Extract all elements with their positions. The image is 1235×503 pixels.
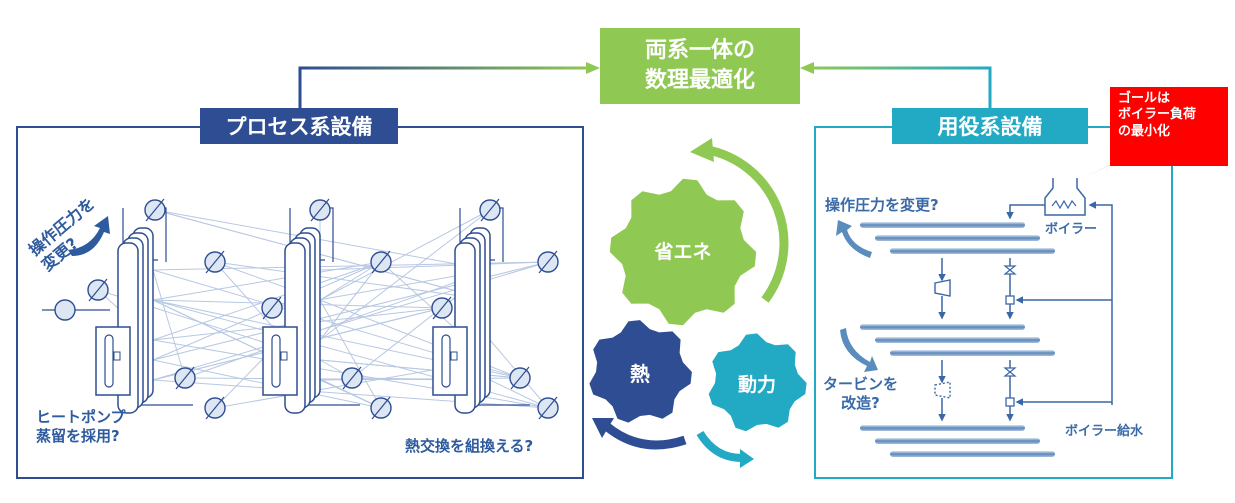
gear-power (708, 333, 807, 432)
process-stream-line (489, 379, 549, 409)
steam-header-pipe (875, 235, 1040, 241)
cycle-arrow-blue (592, 418, 687, 450)
curved-arrow-up-icon (836, 220, 872, 258)
gear-energy (609, 178, 757, 326)
steam-header-pipe (875, 438, 1040, 444)
gear-energy-label: 省エネ (654, 240, 712, 263)
steam-header-pipe (890, 350, 1055, 356)
boiler-label: ボイラー (1045, 222, 1098, 237)
cycle-arrow-green (690, 138, 789, 303)
valve-icon (1003, 367, 1017, 377)
desuperheater-icon (1005, 397, 1015, 407)
center-box-line2: 数理最適化 (644, 68, 755, 93)
boiler-icon (1044, 178, 1086, 216)
heat-exchanger-arrow (538, 396, 558, 420)
process-stream-line (154, 209, 491, 301)
heat-exchanger-arrow (88, 278, 108, 302)
heat-exchanger-arrow (342, 366, 362, 390)
process-stream-line (319, 379, 382, 409)
heat-exchanger-icon (54, 299, 76, 321)
heat-exchanger-arrow (371, 396, 391, 420)
reboiler-port (280, 351, 288, 361)
heat-exchanger-arrow (205, 396, 225, 420)
steam-line (1006, 204, 1045, 220)
reboiler-port (113, 351, 121, 361)
process-flow-diagram (42, 198, 559, 420)
steam-header-pipe (860, 425, 1025, 431)
process-q-heatpump: ヒートポンプ 蒸留を採用? (36, 408, 126, 445)
curved-arrow-down-icon (840, 328, 878, 372)
process-stream-line (319, 261, 549, 271)
steam-header-pipe (860, 222, 1025, 228)
heat-exchanger-arrow (145, 198, 165, 222)
center-box: 両系一体の 数理最適化 (600, 28, 800, 104)
turbine-icon (934, 381, 951, 399)
curved-arrow-icon (68, 216, 110, 256)
process-stream-line (154, 209, 491, 271)
cycle-arrow-teal (696, 430, 754, 468)
heat-exchanger-arrow (175, 366, 195, 390)
heat-exchanger-arrow (205, 250, 225, 274)
utility-title: 用役系設備 (892, 108, 1088, 144)
goal-callout: ゴールは ボイラー負荷 の最小化 (1110, 87, 1228, 166)
feedwater-line (1088, 201, 1113, 405)
process-q-exchange: 熱交換を組換える? (405, 437, 534, 455)
feedwater-label: ボイラー給水 (1065, 424, 1144, 439)
heat-exchanger-arrow (310, 198, 330, 222)
desuperheater-icon (1005, 295, 1015, 305)
utility-q-turbine: タービンを 改造? (823, 375, 899, 412)
heat-exchanger-arrow (510, 366, 530, 390)
reboiler-tube (441, 334, 451, 388)
steam-header-pipe (890, 451, 1055, 457)
heat-exchanger-arrow (538, 250, 558, 274)
boiler-coil (1051, 199, 1077, 210)
heat-exchanger-arrow (262, 296, 282, 320)
process-stream-line (319, 299, 382, 409)
heat-exchanger-arrow (371, 250, 391, 274)
steam-header-pipe (890, 248, 1055, 254)
turbine-icon (934, 279, 951, 297)
utility-q-pressure: 操作圧力を変更? (825, 196, 939, 214)
connector-process-to-center (298, 62, 600, 110)
reboiler-tube (104, 334, 114, 388)
steam-header-pipe (860, 324, 1025, 330)
connector-utility-to-center (800, 62, 992, 110)
process-stream-line (152, 269, 186, 379)
process-stream-line (214, 261, 491, 301)
gear-heat (589, 320, 692, 423)
gears (589, 178, 807, 432)
steam-header-pipe (875, 337, 1040, 343)
reboiler-port (450, 351, 458, 361)
valve-icon (1003, 265, 1017, 275)
heat-exchanger-arrow (480, 198, 500, 222)
reboiler-tube (271, 334, 281, 388)
gear-power-label: 動力 (737, 373, 776, 396)
process-title: プロセス系設備 (200, 108, 398, 144)
center-box-line1: 両系一体の (644, 38, 755, 64)
gear-heat-label: 熱 (630, 361, 650, 386)
utility-flow-diagram (836, 178, 1113, 457)
heat-exchanger-arrow (432, 296, 452, 320)
